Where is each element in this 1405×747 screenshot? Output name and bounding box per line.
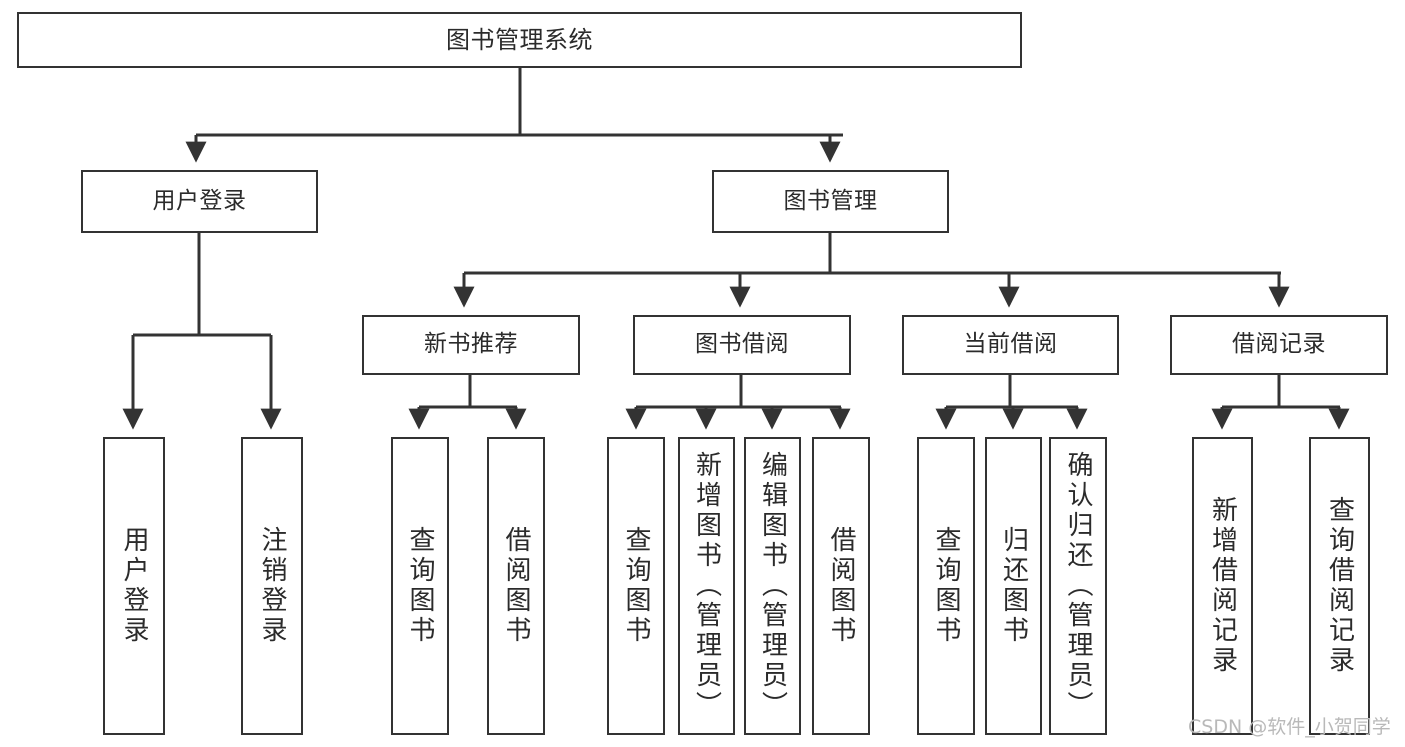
node-label: 注销登录 <box>257 526 287 646</box>
node-label: 查询图书 <box>405 526 435 646</box>
node-add-book-admin[interactable]: 新增图书（管理员） <box>678 437 735 735</box>
node-borrow-books-2[interactable]: 借阅图书 <box>812 437 870 735</box>
node-label: 图书管理 <box>783 187 878 214</box>
node-label: 当前借阅 <box>963 331 1058 358</box>
node-query-books-2[interactable]: 查询图书 <box>607 437 665 735</box>
node-label: 用户登录 <box>152 187 247 214</box>
node-label: 查询图书 <box>621 526 651 646</box>
node-user-logout-leaf[interactable]: 注销登录 <box>241 437 303 735</box>
node-label: 归还图书 <box>998 526 1029 646</box>
node-label: 查询借阅记录 <box>1324 496 1355 676</box>
node-query-borrow-record[interactable]: 查询借阅记录 <box>1309 437 1370 735</box>
node-label: 编辑图书（管理员） <box>757 451 788 721</box>
node-label: 确认归还（管理员） <box>1063 451 1093 721</box>
node-label: 新增借阅记录 <box>1207 496 1238 676</box>
node-query-books-3[interactable]: 查询图书 <box>917 437 975 735</box>
node-add-borrow-record[interactable]: 新增借阅记录 <box>1192 437 1253 735</box>
node-label: 图书借阅 <box>695 331 789 358</box>
node-label: 借阅图书 <box>501 526 531 646</box>
node-user-login-leaf[interactable]: 用户登录 <box>103 437 165 735</box>
watermark: CSDN @软件_小贺同学 <box>1188 716 1391 738</box>
node-label: 借阅图书 <box>826 526 856 646</box>
node-label: 用户登录 <box>119 526 149 646</box>
node-label: 图书管理系统 <box>446 25 593 54</box>
node-label: 新增图书（管理员） <box>691 451 722 721</box>
node-root-system[interactable]: 图书管理系统 <box>17 12 1022 68</box>
node-user-login[interactable]: 用户登录 <box>81 170 318 233</box>
node-borrow-books-1[interactable]: 借阅图书 <box>487 437 545 735</box>
node-label: 查询图书 <box>931 526 961 646</box>
node-current-borrow[interactable]: 当前借阅 <box>902 315 1119 375</box>
node-book-management[interactable]: 图书管理 <box>712 170 949 233</box>
node-new-book-recommend[interactable]: 新书推荐 <box>362 315 580 375</box>
node-label: 借阅记录 <box>1232 331 1326 358</box>
node-return-books[interactable]: 归还图书 <box>985 437 1042 735</box>
node-query-books-1[interactable]: 查询图书 <box>391 437 449 735</box>
node-confirm-return-admin[interactable]: 确认归还（管理员） <box>1049 437 1107 735</box>
node-label: 新书推荐 <box>424 331 518 358</box>
node-book-borrow[interactable]: 图书借阅 <box>633 315 851 375</box>
node-edit-book-admin[interactable]: 编辑图书（管理员） <box>744 437 801 735</box>
node-borrow-record[interactable]: 借阅记录 <box>1170 315 1388 375</box>
